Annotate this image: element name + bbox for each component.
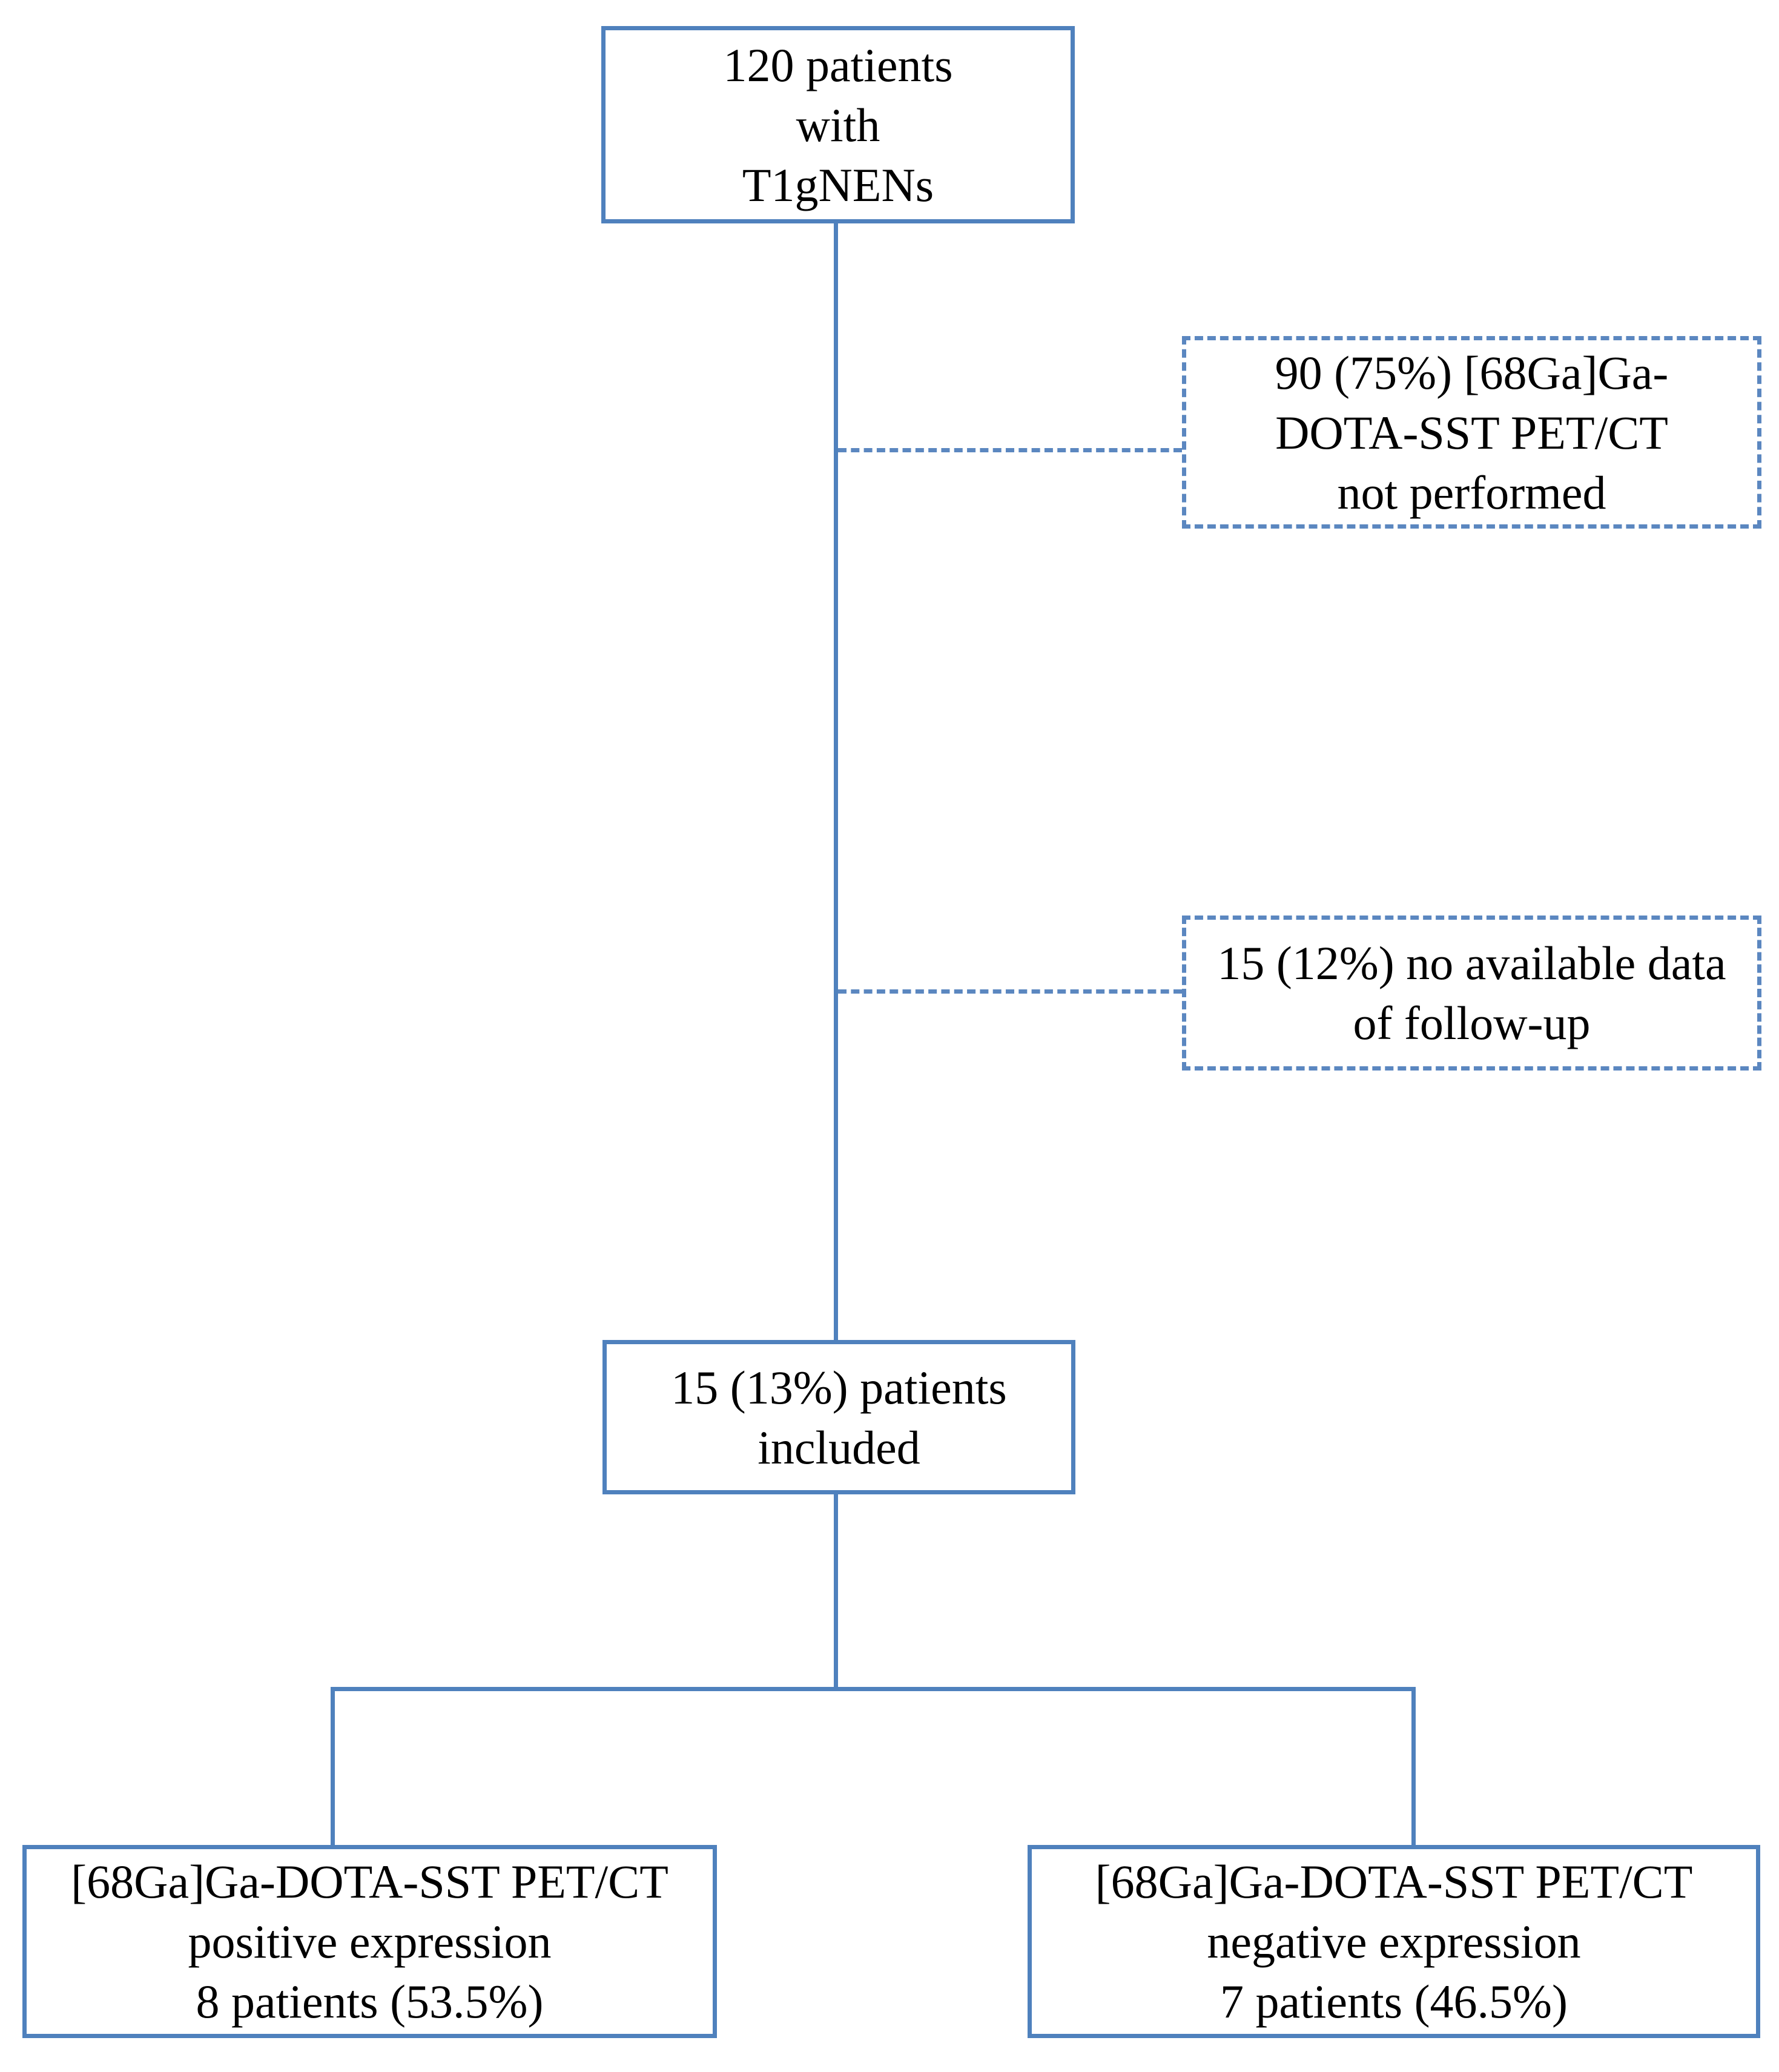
branch-left-drop-line	[331, 1691, 335, 1845]
branch-horizontal-line	[331, 1687, 1416, 1691]
connector-total-to-included	[834, 223, 838, 1340]
connector-dashed-not-performed	[838, 448, 1182, 452]
connector-dashed-no-followup	[838, 989, 1182, 994]
connector-included-to-branch	[834, 1494, 838, 1691]
branch-right-drop-line	[1411, 1691, 1416, 1845]
